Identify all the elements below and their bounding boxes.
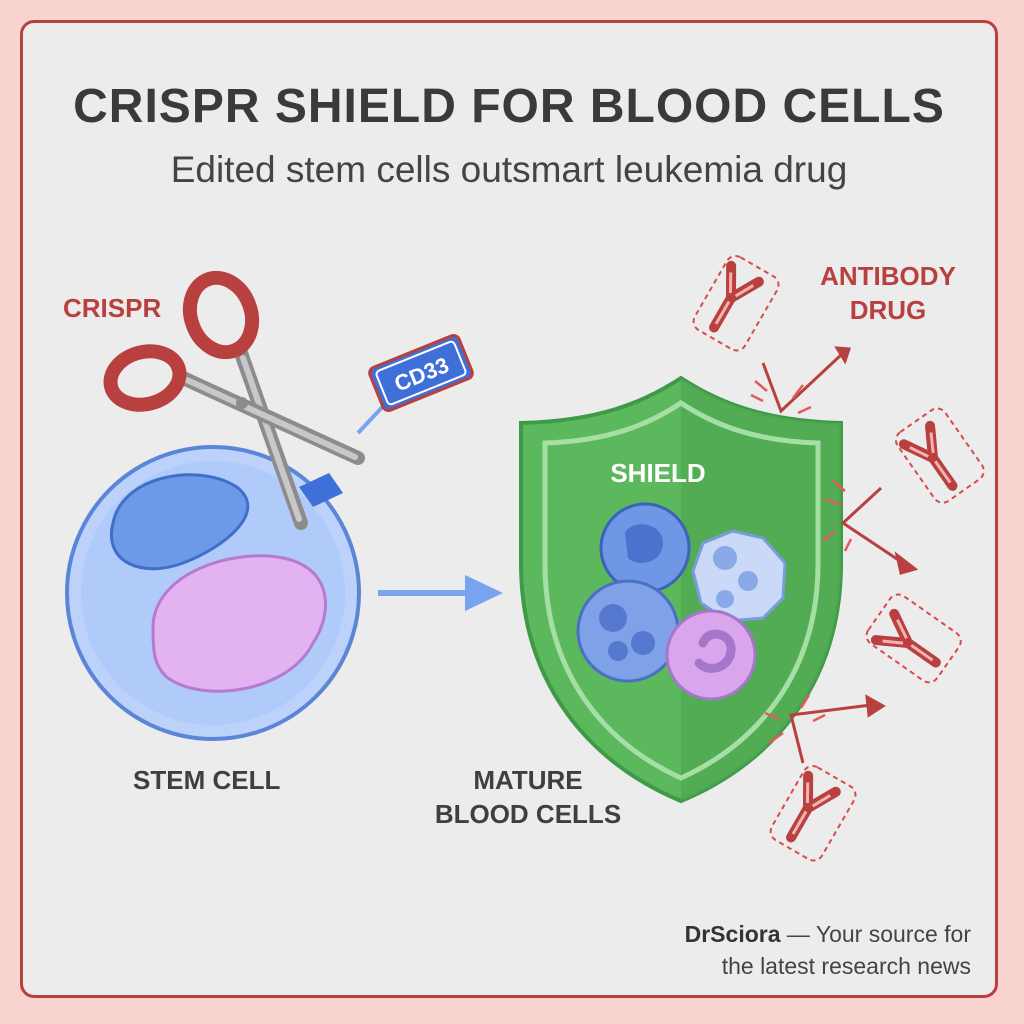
crispr-label: CRISPR bbox=[63, 293, 162, 323]
deflection-arrows-icon bbox=[750, 346, 919, 764]
shield-icon bbox=[519, 375, 843, 804]
footer-credit: DrSciora — Your source for the latest re… bbox=[685, 918, 971, 982]
mature-label-line2: BLOOD CELLS bbox=[434, 799, 622, 829]
mature-blood-cells-label: MATURE BLOOD CELLS bbox=[423, 763, 633, 831]
mature-label-line1: MATURE bbox=[473, 765, 583, 795]
infographic-card: CRISPR SHIELD FOR BLOOD CELLS Edited ste… bbox=[20, 20, 998, 998]
footer-line1: DrSciora — Your source for bbox=[685, 918, 971, 950]
footer-tagline-1: — Your source for bbox=[780, 921, 971, 947]
diagram-artwork: CD33 bbox=[65, 20, 998, 998]
antibody-label-line1: ANTIBODY bbox=[820, 261, 956, 291]
cut-marker-icon bbox=[299, 473, 343, 507]
antibody-drug-label: ANTIBODY DRUG bbox=[803, 259, 973, 327]
page-subtitle: Edited stem cells outsmart leukemia drug bbox=[170, 149, 848, 190]
scissors-icon bbox=[103, 270, 365, 530]
stem-cell-icon bbox=[65, 445, 361, 741]
page-title: CRISPR SHIELD FOR BLOOD CELLS bbox=[73, 80, 945, 133]
footer-brand: DrSciora bbox=[684, 921, 781, 947]
shield-label-text: SHIELD bbox=[610, 458, 706, 488]
blood-cells-icon bbox=[576, 502, 787, 701]
stem-cell-label: STEM CELL bbox=[133, 765, 281, 795]
footer-tagline-2: the latest research news bbox=[721, 953, 971, 979]
cd33-tag bbox=[368, 334, 474, 412]
antibody-label-line2: DRUG bbox=[849, 295, 927, 325]
shield-label: SHIELD bbox=[598, 456, 718, 490]
